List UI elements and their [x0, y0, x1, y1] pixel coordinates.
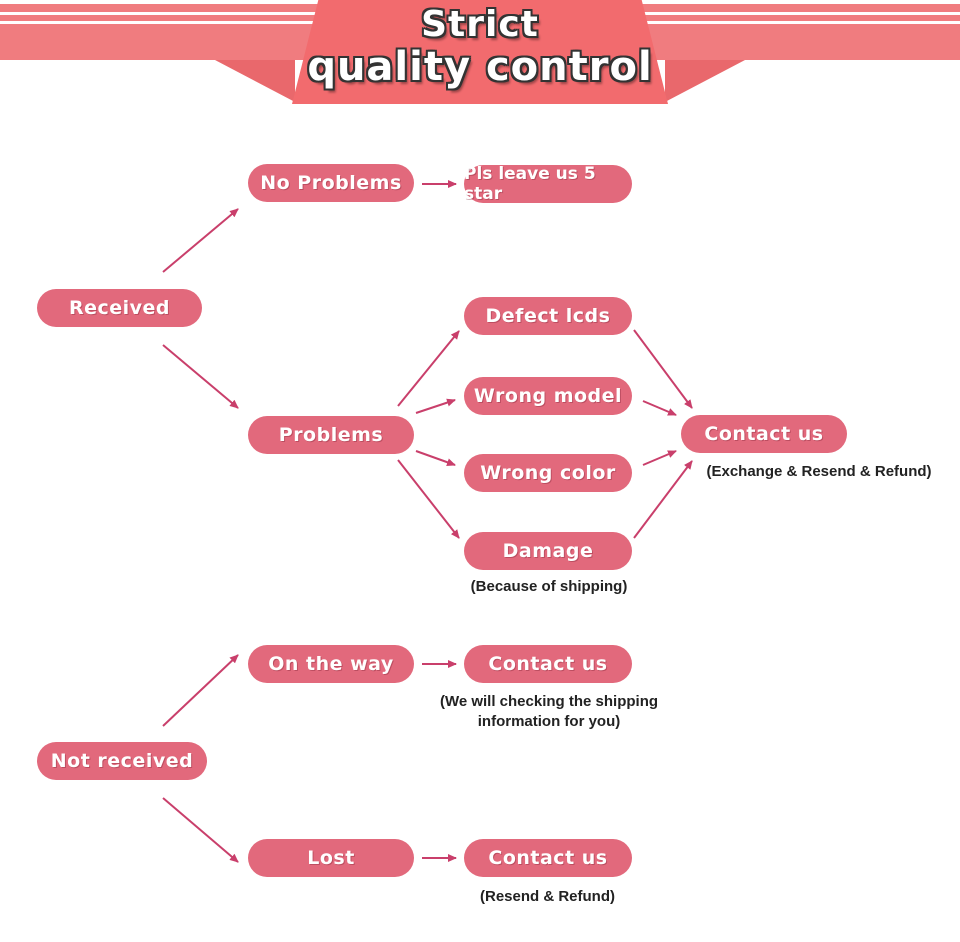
node-lost: Lost — [248, 839, 414, 877]
note-resend-refund: (Resend & Refund) — [480, 888, 615, 905]
arrow-wrong-color-to-contact — [642, 450, 677, 466]
node-problems: Problems — [248, 416, 414, 454]
arrow-received-to-problems — [162, 344, 239, 409]
note-exchange-resend-refund: (Exchange & Resend & Refund) — [706, 463, 932, 480]
node-not-received: Not received — [37, 742, 207, 780]
node-contact-us-problems: Contact us — [681, 415, 847, 453]
node-wrong-model: Wrong model — [464, 377, 632, 415]
node-leave-5-star: Pls leave us 5 star — [464, 164, 632, 204]
arrow-wrong-model-to-contact — [642, 400, 677, 416]
arrow-defect-to-contact — [633, 329, 693, 409]
node-damage: Damage — [464, 532, 632, 570]
arrow-problems-to-defect — [397, 330, 460, 407]
arrow-problems-to-damage — [397, 459, 460, 539]
title-panel — [292, 0, 668, 104]
note-shipping-line2: information for you) — [477, 713, 621, 730]
banner-ribbon-left — [215, 60, 295, 102]
note-damage-reason: (Because of shipping) — [470, 578, 628, 595]
header-banner: Strict quality control — [0, 0, 960, 110]
arrow-damage-to-contact — [633, 460, 693, 539]
node-contact-us-on-the-way: Contact us — [464, 645, 632, 683]
arrow-problems-to-wrong-model — [415, 398, 456, 414]
node-defect-lcds: Defect lcds — [464, 297, 632, 335]
arrow-problems-to-wrong-color — [415, 450, 456, 467]
arrow-received-to-no-problems — [162, 208, 239, 273]
arrow-not-received-to-lost — [162, 797, 239, 863]
node-wrong-color: Wrong color — [464, 454, 632, 492]
node-received: Received — [37, 289, 202, 327]
note-shipping-line1: (We will checking the shipping — [439, 693, 659, 710]
title-line1: Strict — [421, 4, 539, 45]
node-no-problems: No Problems — [248, 164, 414, 202]
banner-ribbon-right — [665, 60, 745, 102]
arrow-not-received-to-on-the-way — [162, 654, 239, 727]
node-contact-us-lost: Contact us — [464, 839, 632, 877]
note-shipping-check: (We will checking the shipping informati… — [410, 692, 688, 732]
title-line2: quality control — [307, 44, 653, 90]
node-on-the-way: On the way — [248, 645, 414, 683]
